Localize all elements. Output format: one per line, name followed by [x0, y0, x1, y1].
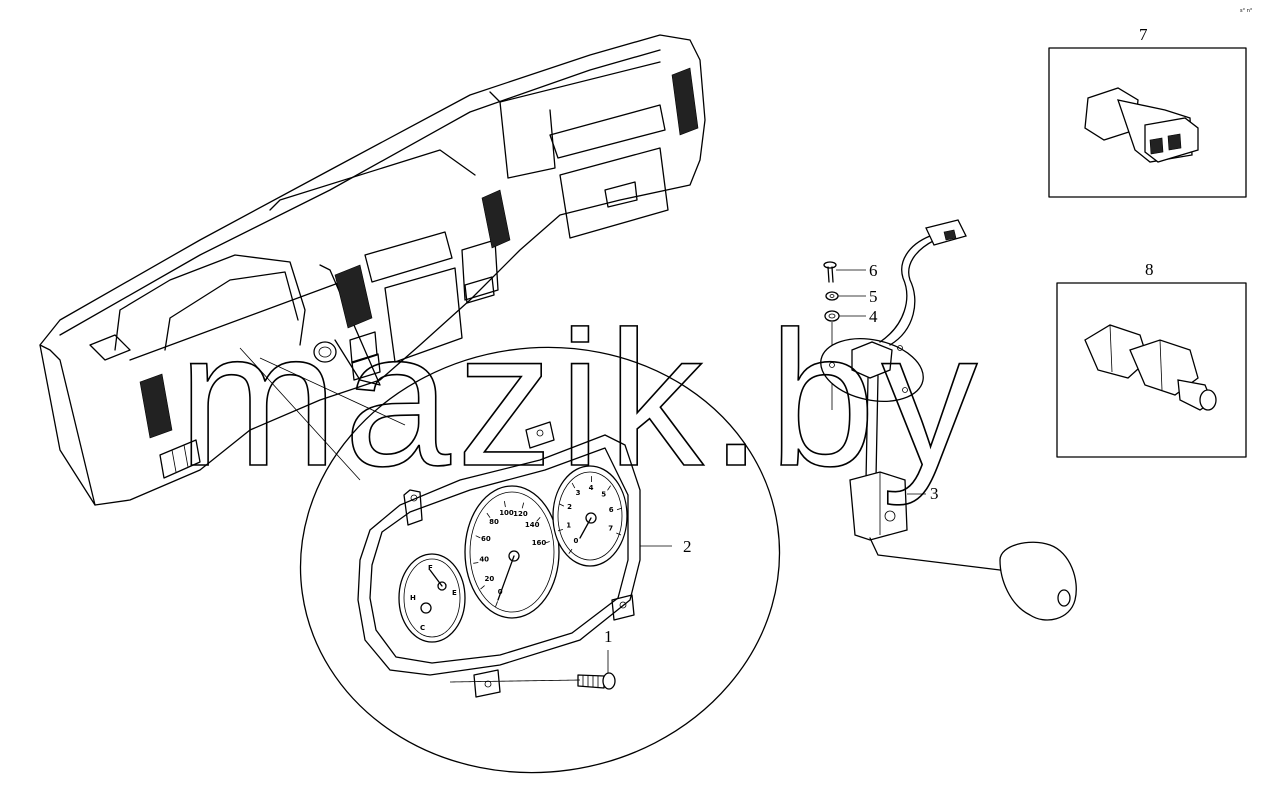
- speedometer-tick-label: 100: [499, 509, 514, 517]
- tachometer-tick-tick: [607, 485, 611, 491]
- part-box: [1056, 282, 1247, 458]
- callout-6: 6: [869, 261, 878, 280]
- tachometer-tick-tick: [571, 482, 576, 489]
- screw-part: [449, 650, 616, 690]
- corner-note: s° n°: [1240, 8, 1253, 14]
- tachometer-tick-tick: [616, 507, 622, 511]
- speedometer-tick-tick: [475, 535, 481, 539]
- speedometer-tick-tick: [504, 501, 506, 508]
- tachometer-tick-label: 1: [566, 521, 571, 529]
- leader-line: [239, 347, 361, 481]
- tachometer-tick-tick: [616, 532, 622, 536]
- callout-1: 1: [604, 627, 613, 646]
- callout-5: 5: [869, 287, 878, 306]
- speedometer-tick-label: 80: [489, 518, 499, 526]
- detail-oval: [299, 346, 781, 774]
- sensor-box-7: [1048, 47, 1247, 198]
- leader-line: [259, 357, 406, 426]
- speedometer-tick-label: 160: [532, 539, 547, 547]
- speedometer-tick-tick: [544, 541, 550, 544]
- temp-cold-label: C: [420, 624, 425, 632]
- speedometer-tick-tick: [536, 517, 541, 522]
- tachometer-tick-label: 7: [608, 524, 613, 532]
- fuel-full-label: F: [428, 564, 433, 572]
- callout-4: 4: [869, 307, 878, 326]
- tachometer-tick-tick: [559, 503, 565, 507]
- dashboard-panel: [39, 34, 706, 506]
- speedometer-tick-tick: [521, 502, 525, 509]
- callout-2: 2: [683, 537, 692, 556]
- temp-hot-label: H: [410, 594, 416, 602]
- speedometer-tick-label: 0: [498, 588, 503, 596]
- tachometer-tick-label: 0: [573, 537, 578, 545]
- sensor-box-8: [1056, 282, 1247, 458]
- speedometer-tick-label: 40: [479, 556, 489, 564]
- tachometer-tick-label: 4: [589, 484, 594, 492]
- speedometer-tick-tick: [473, 562, 479, 564]
- callout-7: 7: [1139, 25, 1148, 44]
- tachometer-tick-tick: [568, 548, 573, 554]
- tachometer-tick-label: 6: [609, 506, 614, 514]
- fuel-level-sender: [820, 219, 1077, 621]
- callout-8: 8: [1145, 260, 1154, 279]
- speedometer-tick-label: 140: [525, 521, 540, 529]
- tachometer-tick-label: 2: [567, 503, 572, 511]
- fuel-empty-label: E: [452, 589, 457, 597]
- tachometer-tick-label: 3: [576, 489, 581, 497]
- tachometer-tick-tick: [557, 529, 564, 532]
- speedometer-tick-tick: [480, 585, 485, 590]
- speedometer-tick-label: 60: [481, 535, 491, 543]
- callout-3: 3: [930, 484, 939, 503]
- speedometer-tick-tick: [495, 601, 498, 607]
- speedometer-tick-label: 120: [513, 510, 528, 518]
- watermark-text: mazik.by: [178, 291, 984, 506]
- tachometer-tick-label: 5: [601, 491, 606, 499]
- part-box: [1048, 47, 1247, 198]
- speedometer-tick-label: 20: [485, 575, 495, 583]
- speedometer-tick-tick: [486, 512, 491, 518]
